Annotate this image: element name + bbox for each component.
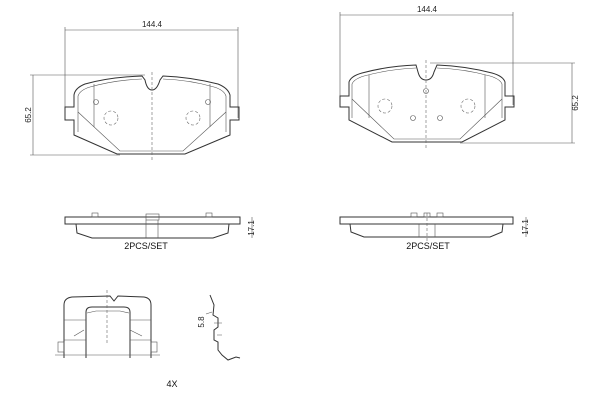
clip-side-view: 5.8 [197, 294, 241, 361]
left-pad-front-view: 144.4 65.2 [24, 20, 240, 160]
right-pad-front-view: 144.4 65.2 [339, 5, 580, 148]
pad-outline [339, 64, 515, 143]
right-pad-side-view: 17.1 2PCS/SET [339, 212, 530, 251]
pad-hole [460, 98, 476, 114]
clip-dimension-label: 5.8 [197, 316, 206, 328]
clip-front-view [55, 290, 160, 358]
width-dimension-label: 144.4 [142, 20, 163, 29]
height-dimension-label: 65.2 [571, 95, 580, 111]
thickness-dimension-label: 17.1 [247, 220, 256, 236]
pad-hole [377, 98, 393, 114]
pad-outline [64, 75, 240, 155]
width-dimension-label: 144.4 [417, 5, 438, 14]
left-pad-side-view: 17.1 2PCS/SET [64, 212, 256, 251]
quantity-label: 2PCS/SET [124, 241, 168, 251]
quantity-label: 2PCS/SET [406, 241, 450, 251]
pad-hole [103, 110, 119, 126]
thickness-dimension-label: 17.1 [521, 219, 530, 235]
pad-hole [185, 110, 201, 126]
height-dimension-label: 65.2 [24, 107, 33, 123]
clip-quantity-label: 4X [166, 379, 177, 389]
